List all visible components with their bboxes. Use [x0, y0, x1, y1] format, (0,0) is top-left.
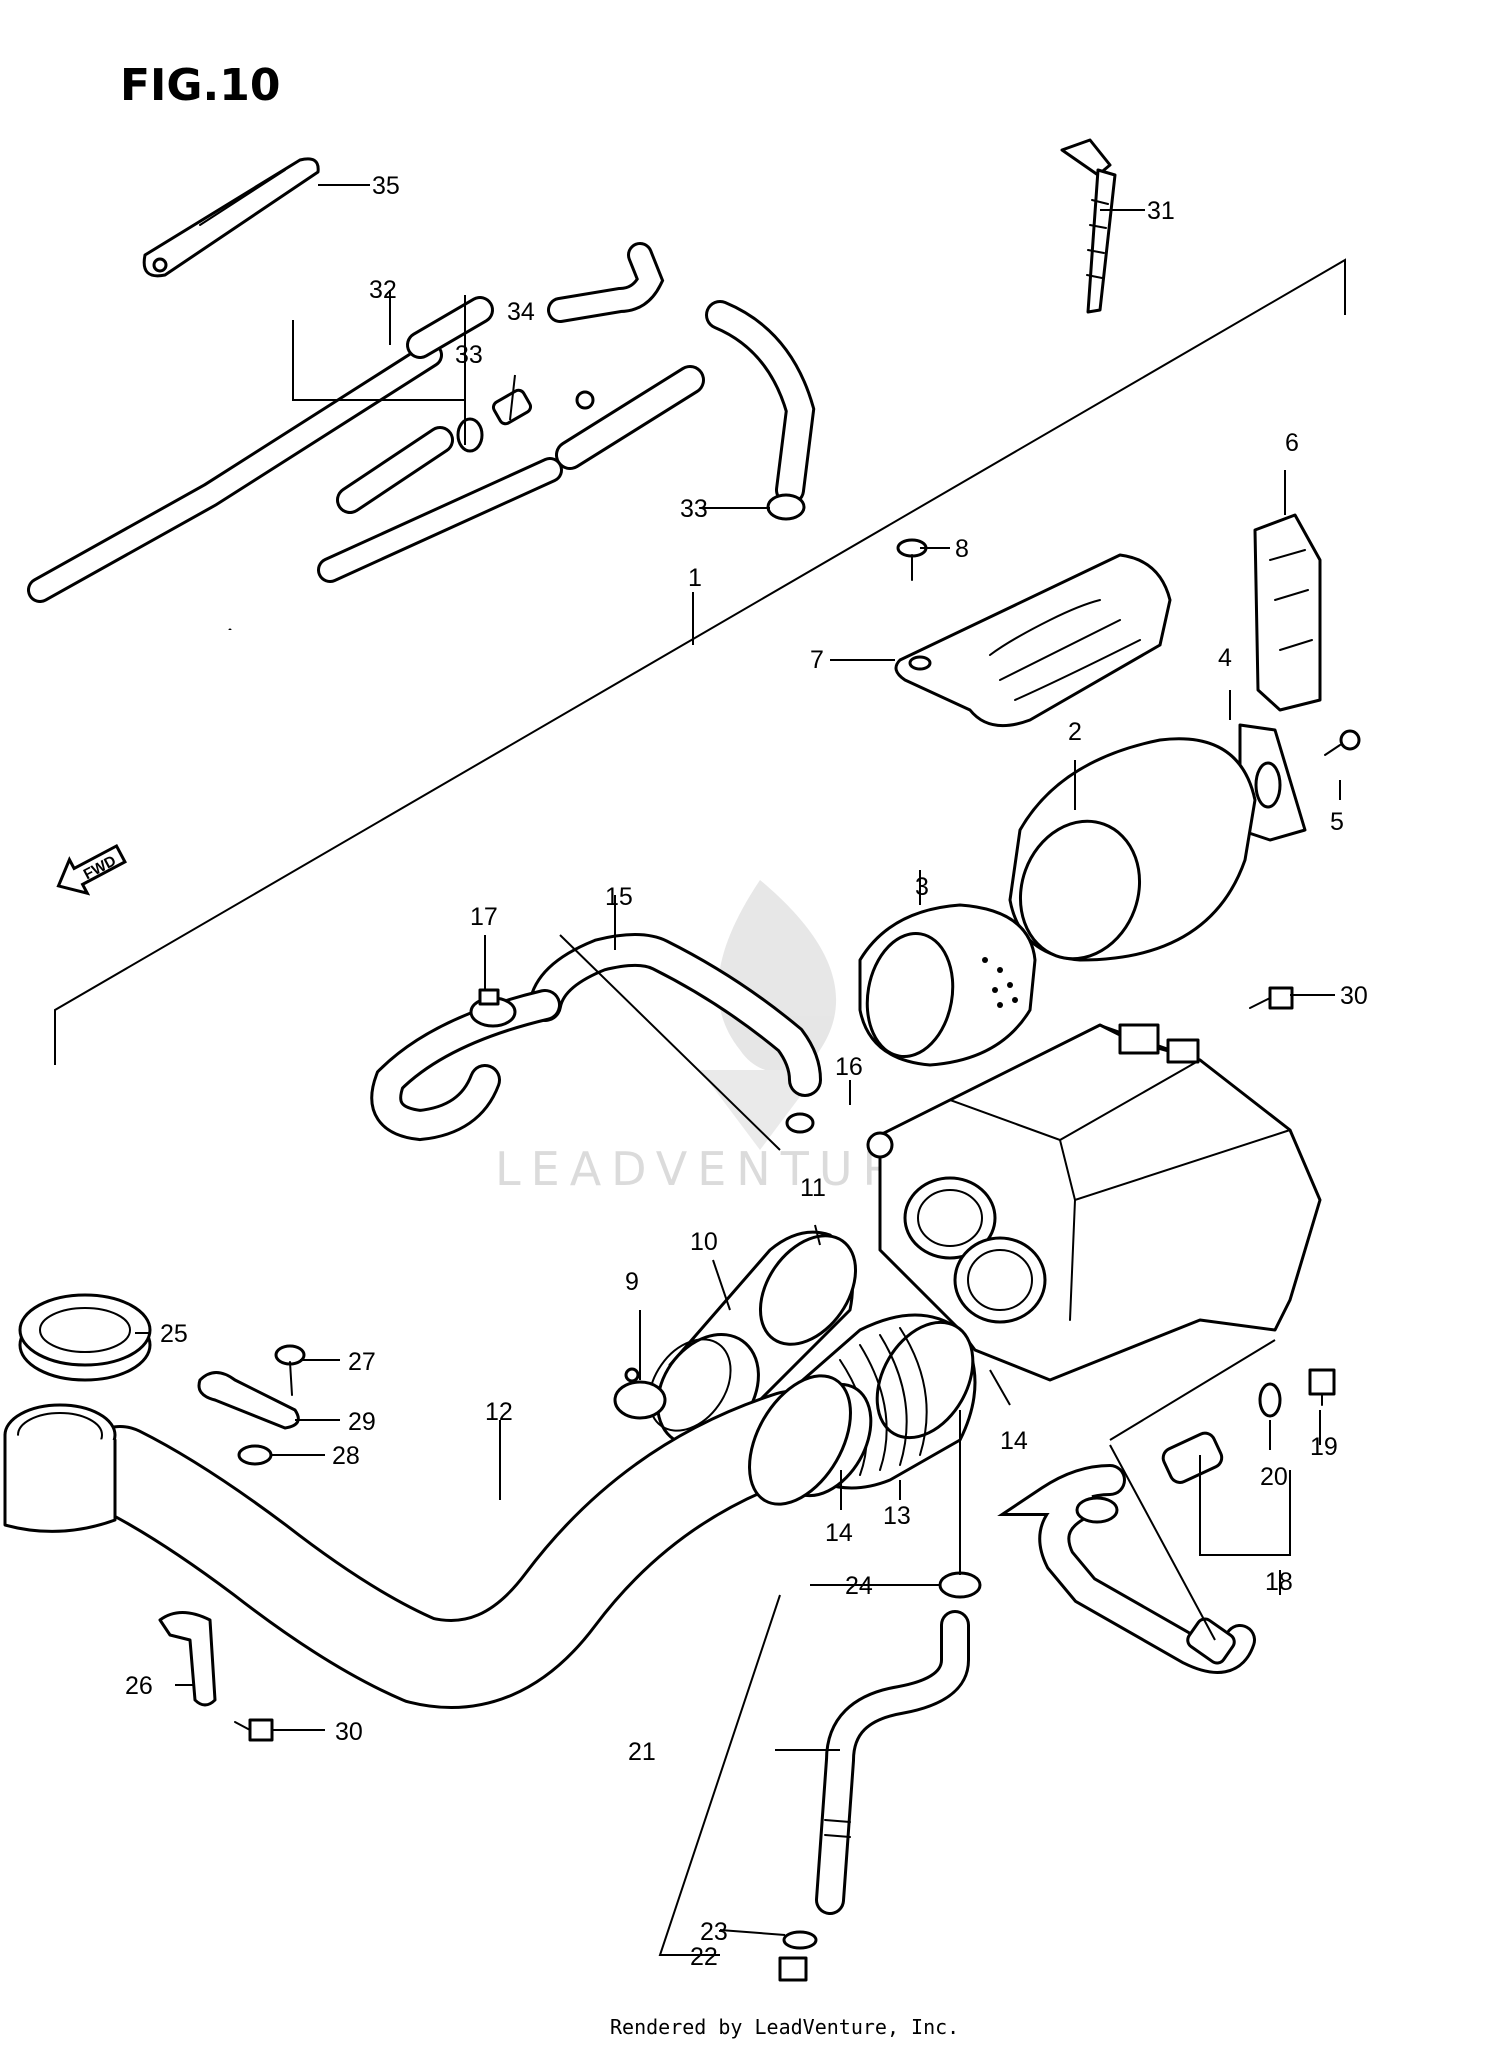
screw-part — [896, 538, 928, 581]
callout-9: 9 — [625, 1268, 639, 1296]
figure-title: FIG.10 — [120, 60, 281, 111]
callout-24: 24 — [845, 1572, 873, 1600]
callout-1: 1 — [688, 564, 702, 592]
inner-filter-part — [858, 903, 1037, 1067]
hose-clamp-part-17 — [469, 988, 517, 1028]
clamp-part-24 — [938, 1571, 982, 1599]
callout-4: 4 — [1218, 644, 1232, 672]
bracket-part — [142, 157, 320, 278]
callout-26: 26 — [125, 1672, 153, 1700]
callout-27: 27 — [348, 1348, 376, 1376]
bolt-part-lower — [234, 1718, 274, 1742]
filter-element-part — [1008, 737, 1257, 962]
seal-plate-part — [1238, 723, 1307, 842]
callout-35: 35 — [372, 172, 400, 200]
clip-part-16 — [785, 1112, 815, 1134]
callout-13: 13 — [883, 1502, 911, 1530]
callout-11: 11 — [800, 1174, 826, 1202]
callout-30-lower: 30 — [335, 1718, 363, 1746]
callout-16: 16 — [835, 1053, 863, 1081]
drain-hose-assembly-part — [997, 1431, 1256, 1674]
callout-14-lower: 14 — [825, 1519, 853, 1547]
bolt-part-27 — [274, 1344, 306, 1396]
plug-part-19 — [1308, 1368, 1336, 1406]
clip-part-20 — [1258, 1382, 1282, 1418]
callout-18: 18 — [1265, 1568, 1293, 1596]
callout-19: 19 — [1310, 1433, 1338, 1461]
air-cleaner-box-part — [866, 1023, 1322, 1382]
assembly-bracket-line — [54, 258, 1346, 1065]
callout-22: 22 — [690, 1943, 718, 1971]
callout-29: 29 — [348, 1408, 376, 1436]
hose-clip-part — [766, 493, 806, 521]
callout-5: 5 — [1330, 808, 1344, 836]
intake-hose-part — [3, 1374, 852, 1709]
callout-10: 10 — [690, 1228, 718, 1256]
callout-23: 23 — [700, 1918, 728, 1946]
footer-credit: Rendered by LeadVenture, Inc. — [610, 2015, 959, 2039]
callout-31: 31 — [1147, 197, 1175, 225]
drain-plug-part-22 — [778, 1956, 808, 1982]
bracket-part-26 — [158, 1611, 217, 1707]
cable-tie-part — [1060, 138, 1117, 314]
callout-14-right: 14 — [1000, 1427, 1028, 1455]
watermark-text: LEADVENTURE — [495, 1142, 944, 1196]
air-cleaner-cover-part — [894, 553, 1172, 728]
callout-7: 7 — [810, 646, 824, 674]
callout-33-lower: 33 — [680, 495, 708, 523]
callout-8: 8 — [955, 535, 969, 563]
intake-duct-part — [648, 1230, 858, 1448]
callout-6: 6 — [1285, 429, 1299, 457]
seal-ring-part — [18, 1293, 152, 1382]
washer-part-28 — [237, 1444, 273, 1466]
breather-hose-part — [370, 933, 822, 1142]
bolt-part-upper — [1249, 986, 1294, 1010]
callout-25: 25 — [160, 1320, 188, 1348]
callout-labels: 35 32 33 34 33 31 6 8 7 1 2 4 5 3 30 17 … — [125, 172, 1368, 1971]
callout-21: 21 — [628, 1738, 656, 1766]
breather-hose-loop — [26, 242, 816, 703]
callout-17: 17 — [470, 903, 498, 931]
callout-32: 32 — [369, 276, 397, 304]
callout-3: 3 — [915, 873, 929, 901]
callout-15: 15 — [605, 883, 633, 911]
fwd-direction-arrow: FWD — [56, 843, 127, 896]
clip-part-23 — [782, 1930, 818, 1950]
callout-33-upper: 33 — [455, 341, 483, 369]
leader-lines — [135, 184, 1341, 1956]
callout-20: 20 — [1260, 1463, 1288, 1491]
callout-12: 12 — [485, 1398, 513, 1426]
callout-28: 28 — [332, 1442, 360, 1470]
callout-30-upper: 30 — [1340, 982, 1368, 1010]
clamp-part — [1253, 513, 1322, 712]
clamp-part-9 — [613, 1367, 667, 1420]
stay-part-29 — [197, 1371, 300, 1430]
callout-2: 2 — [1068, 718, 1082, 746]
drain-hose-part — [815, 1610, 970, 1915]
screw-part-5 — [1324, 729, 1361, 756]
callout-34: 34 — [507, 298, 535, 326]
